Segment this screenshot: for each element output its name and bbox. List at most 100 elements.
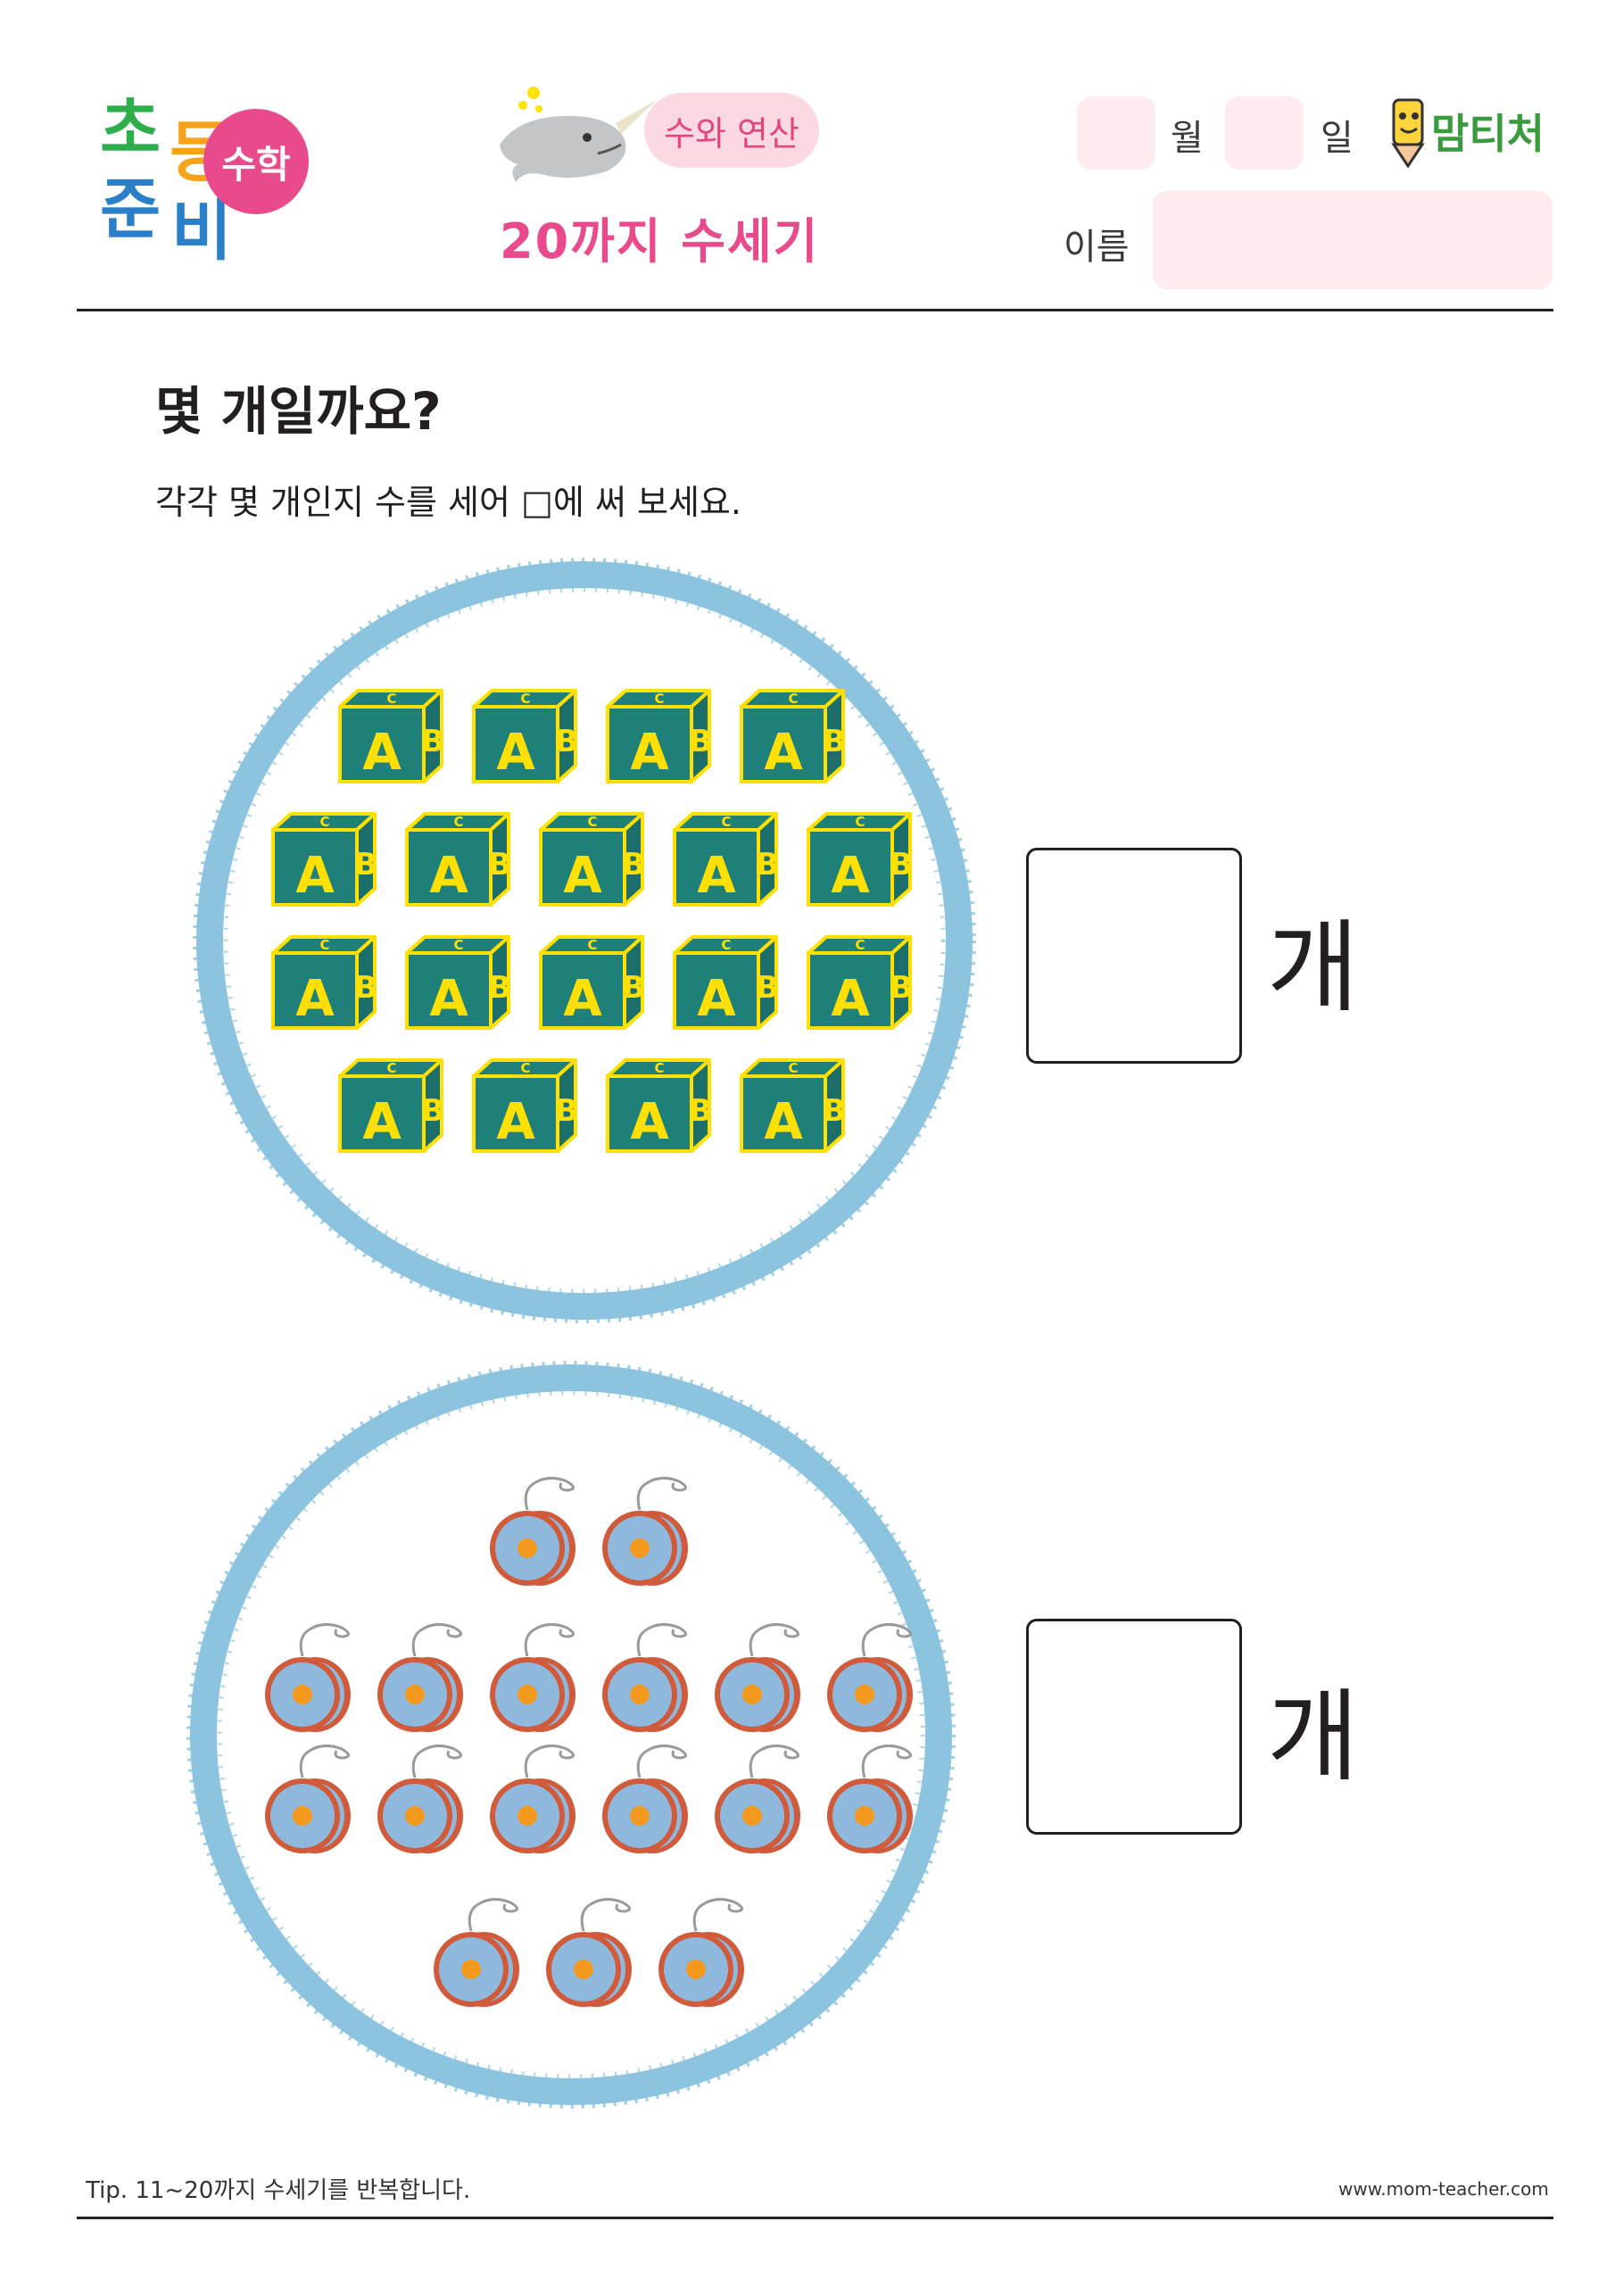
svg-text:B: B <box>823 724 846 759</box>
question-title: 몇 개일까요? <box>155 381 442 442</box>
svg-text:A: A <box>630 724 669 782</box>
yoyo-icon <box>599 1610 691 1735</box>
svg-text:C: C <box>721 937 731 953</box>
svg-text:C: C <box>788 691 798 707</box>
svg-text:B: B <box>890 847 913 883</box>
publisher-logo: 맘티처 <box>1431 110 1544 158</box>
svg-text:A: A <box>697 970 736 1028</box>
svg-text:B: B <box>354 847 377 883</box>
svg-text:B: B <box>756 970 779 1006</box>
svg-text:A: A <box>563 847 602 905</box>
svg-text:C: C <box>654 691 664 707</box>
yoyo-icon <box>486 1610 579 1735</box>
svg-text:B: B <box>689 1093 712 1129</box>
month-field[interactable] <box>1077 96 1155 170</box>
svg-text:B: B <box>689 724 712 759</box>
svg-text:A: A <box>697 847 736 905</box>
yoyo-icon <box>261 1731 354 1856</box>
unit-label-1: 개 <box>1267 910 1360 1026</box>
svg-text:C: C <box>520 691 530 707</box>
svg-text:A: A <box>295 970 335 1028</box>
pencil-mascot-icon <box>1391 98 1425 168</box>
answer-box-1[interactable] <box>1026 848 1242 1064</box>
svg-text:A: A <box>831 970 870 1028</box>
yoyo-icon <box>655 1885 748 2010</box>
yoyo-icon <box>711 1731 804 1856</box>
site-url: www.mom-teacher.com <box>1338 2178 1549 2200</box>
svg-text:B: B <box>890 970 913 1006</box>
svg-text:A: A <box>496 724 535 782</box>
logo-char-1: 초 <box>100 91 161 168</box>
svg-text:A: A <box>630 1093 669 1151</box>
yoyo-icon <box>374 1610 467 1735</box>
svg-text:B: B <box>488 847 511 883</box>
yoyo-icon <box>542 1885 635 2010</box>
name-label: 이름 <box>1064 227 1130 268</box>
svg-text:B: B <box>555 1093 578 1129</box>
svg-text:A: A <box>764 1093 803 1151</box>
problem-1-circle <box>193 558 976 1323</box>
problem-2-circle <box>186 1361 956 2109</box>
svg-text:A: A <box>764 724 803 782</box>
yoyos-group <box>232 1463 946 2035</box>
yoyo-icon <box>261 1610 354 1735</box>
svg-text:B: B <box>823 1093 846 1129</box>
yoyo-icon <box>824 1731 916 1856</box>
name-field[interactable] <box>1153 191 1553 289</box>
unit-label-2: 개 <box>1267 1679 1360 1795</box>
svg-text:C: C <box>855 937 865 953</box>
day-field[interactable] <box>1225 96 1304 170</box>
svg-text:B: B <box>421 1093 444 1129</box>
svg-text:A: A <box>362 1093 402 1151</box>
narwhal-icon <box>500 87 657 182</box>
yoyo-icon <box>486 1463 579 1588</box>
svg-text:B: B <box>421 724 444 759</box>
day-label: 일 <box>1321 118 1354 159</box>
answer-box-2[interactable] <box>1026 1619 1242 1835</box>
topic-badge: 수와 연산 <box>644 93 819 168</box>
svg-text:C: C <box>587 814 597 830</box>
brand-badge: 수학 <box>203 109 309 214</box>
yoyo-icon <box>486 1731 579 1856</box>
svg-text:A: A <box>496 1093 535 1151</box>
logo-char-3: 준 <box>100 171 161 248</box>
svg-text:C: C <box>788 1060 798 1076</box>
footer-divider <box>77 2217 1553 2219</box>
svg-text:C: C <box>453 814 463 830</box>
svg-text:C: C <box>520 1060 530 1076</box>
svg-text:C: C <box>654 1060 664 1076</box>
yoyo-icon <box>374 1731 467 1856</box>
svg-text:B: B <box>354 970 377 1006</box>
svg-text:A: A <box>831 847 870 905</box>
svg-text:C: C <box>386 1060 396 1076</box>
svg-text:C: C <box>319 937 329 953</box>
svg-text:B: B <box>622 847 645 883</box>
svg-text:C: C <box>386 691 396 707</box>
svg-text:A: A <box>563 970 602 1028</box>
svg-text:B: B <box>555 724 578 759</box>
svg-text:B: B <box>756 847 779 883</box>
svg-text:B: B <box>622 970 645 1006</box>
svg-text:A: A <box>362 724 402 782</box>
svg-text:A: A <box>429 970 468 1028</box>
svg-text:C: C <box>319 814 329 830</box>
svg-text:A: A <box>295 847 335 905</box>
